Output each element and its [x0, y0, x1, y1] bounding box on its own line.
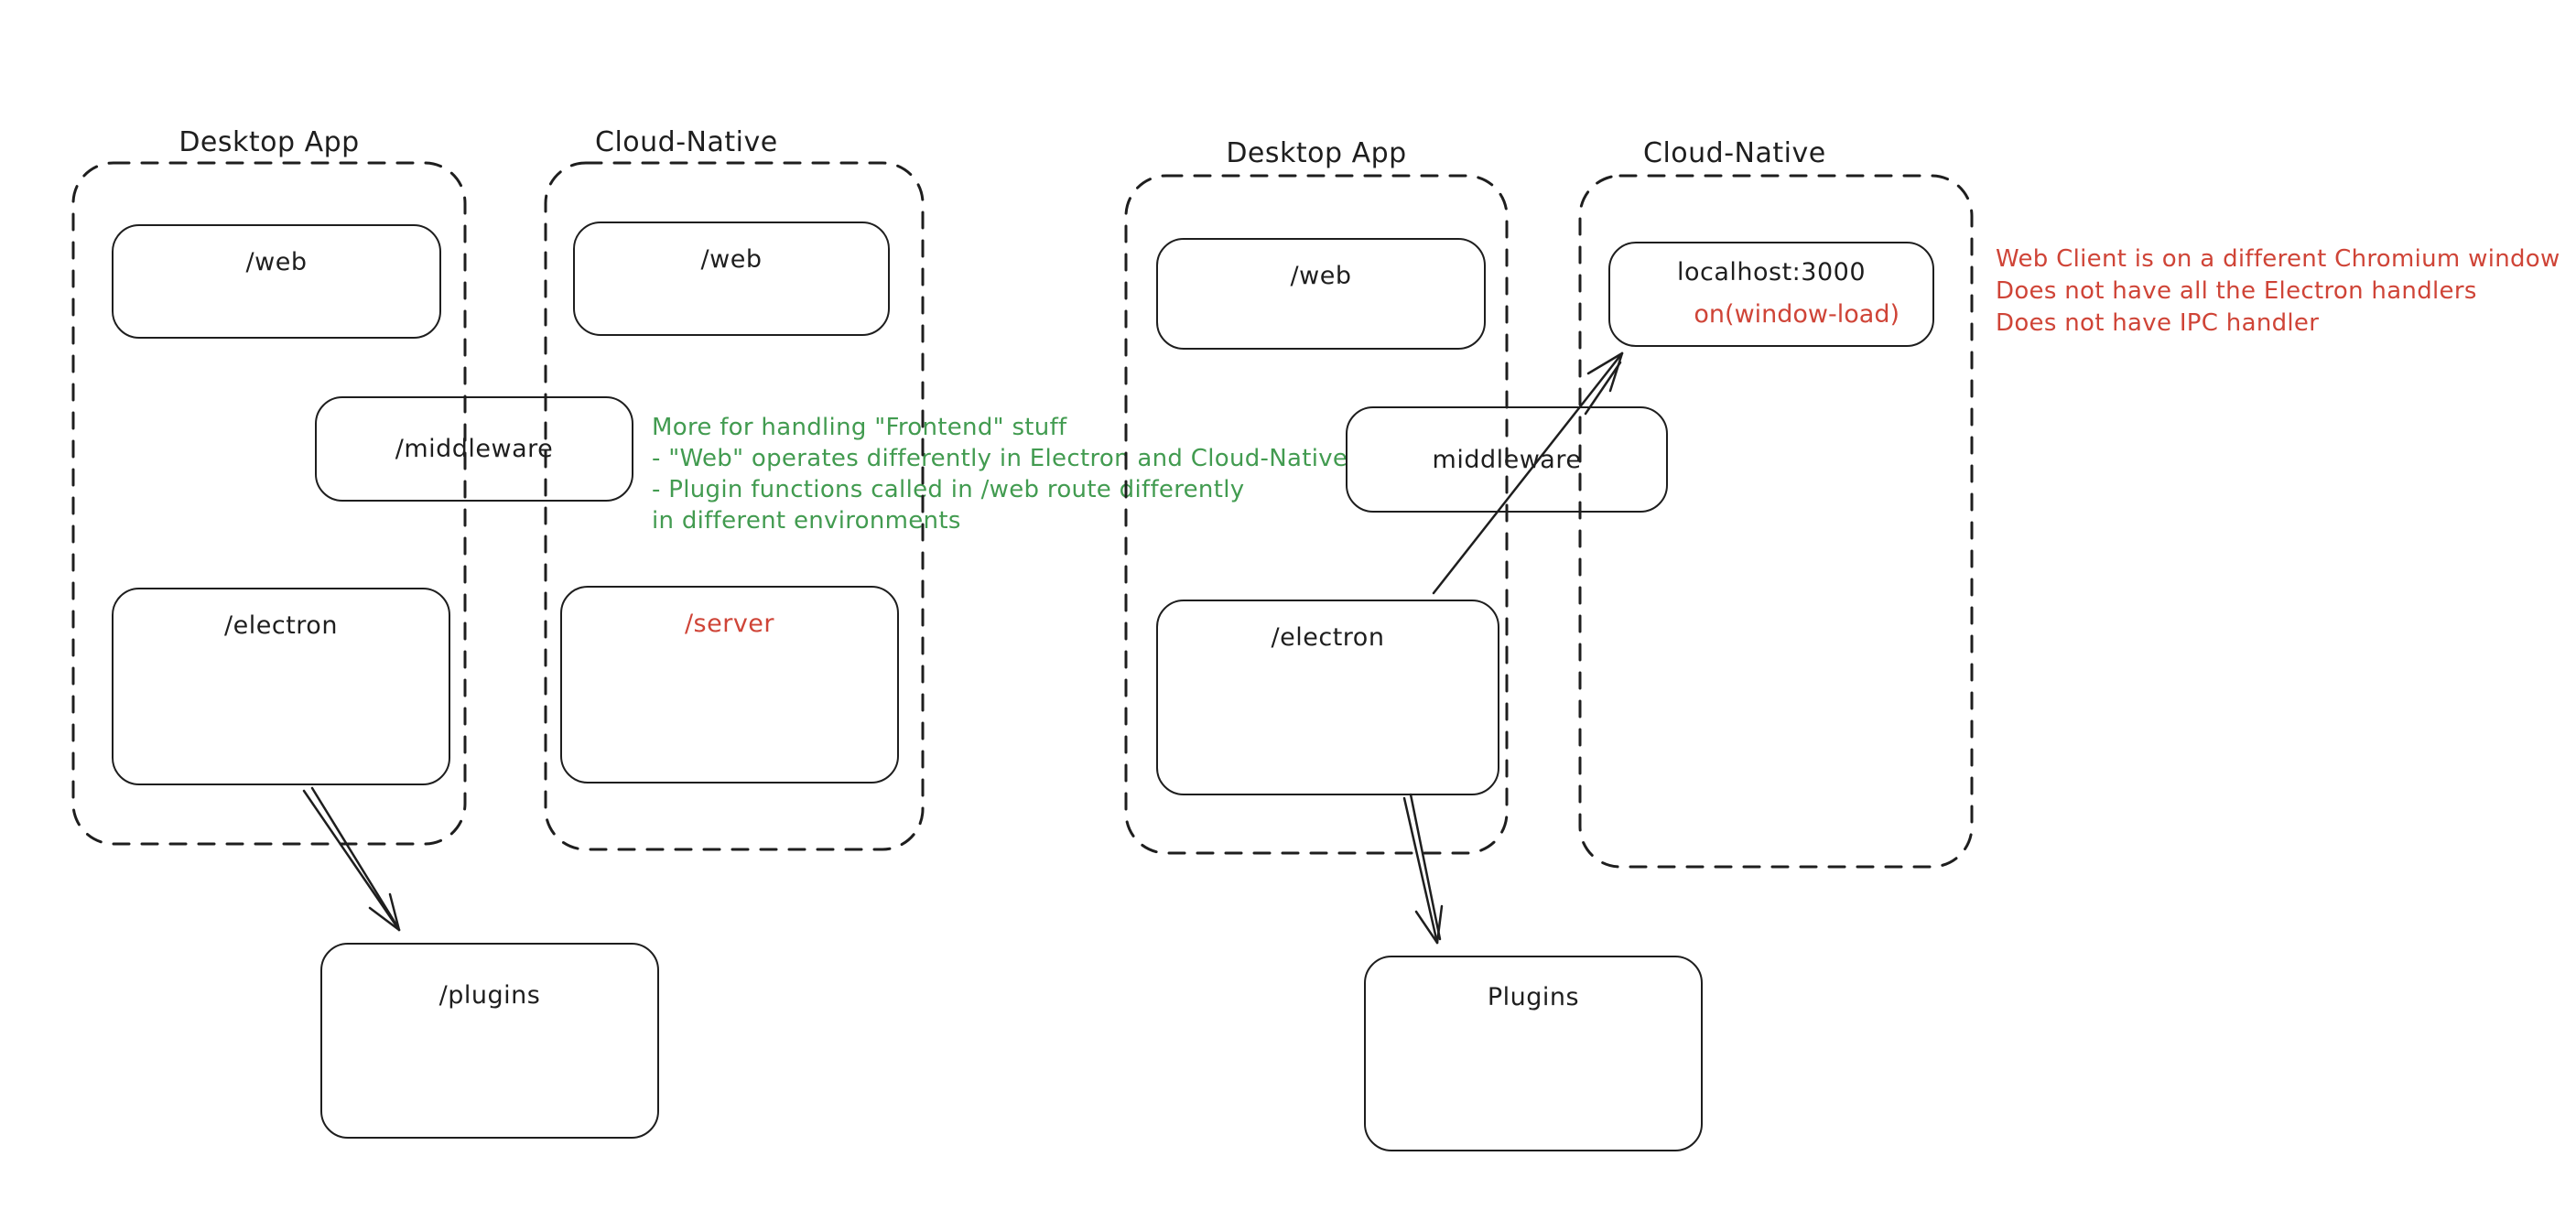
note-frontend-handling[interactable]: More for handling "Frontend" stuff - "We…: [652, 412, 1348, 536]
box-label-electron-left: /electron: [224, 611, 338, 640]
note-line: Does not have IPC handler: [1996, 309, 2320, 337]
note-line: More for handling "Frontend" stuff: [652, 414, 1067, 441]
box-label-web-desktop-left: /web: [245, 248, 308, 276]
box-electron-right[interactable]: /electron: [1156, 600, 1499, 795]
box-label-localhost-3000: localhost:3000: [1676, 258, 1866, 286]
box-label-middleware-right: middleware: [1432, 445, 1582, 474]
arrow-electron-to-plugins-right[interactable]: [1402, 793, 1444, 945]
box-label-plugins-left: /plugins: [438, 981, 541, 1010]
box-web-right[interactable]: /web: [1156, 238, 1486, 350]
note-web-client-limitations[interactable]: Web Client is on a different Chromium wi…: [1996, 243, 2560, 340]
note-line: - Plugin functions called in /web route …: [652, 476, 1245, 503]
note-line: Web Client is on a different Chromium wi…: [1996, 245, 2560, 273]
label-on-window-load: on(window-load): [1694, 300, 1900, 329]
box-label-web-right: /web: [1290, 262, 1352, 290]
group-label-cloud-native-left[interactable]: Cloud-Native: [595, 126, 778, 158]
group-label-cloud-native-right[interactable]: Cloud-Native: [1643, 137, 1826, 169]
note-line: - "Web" operates differently in Electron…: [652, 445, 1348, 472]
arrow-electron-to-plugins-left[interactable]: [302, 786, 401, 932]
box-label-plugins-right: Plugins: [1487, 983, 1580, 1011]
box-middleware-left[interactable]: /middleware: [315, 396, 633, 502]
group-label-desktop-app-left[interactable]: Desktop App: [179, 126, 360, 158]
note-line: in different environments: [652, 507, 961, 535]
box-web-cloud-left[interactable]: /web: [573, 222, 890, 336]
box-label-electron-right: /electron: [1271, 623, 1385, 652]
box-plugins-left[interactable]: /plugins: [320, 943, 659, 1139]
box-server-left[interactable]: /server: [560, 586, 899, 784]
box-localhost-3000[interactable]: localhost:3000 on(window-load): [1608, 242, 1934, 347]
box-label-web-cloud-left: /web: [700, 245, 763, 274]
box-web-desktop-left[interactable]: /web: [112, 224, 441, 339]
box-plugins-right[interactable]: Plugins: [1364, 956, 1703, 1151]
box-electron-left[interactable]: /electron: [112, 588, 450, 785]
box-label-server-left: /server: [684, 610, 775, 638]
box-label-middleware-left: /middleware: [395, 435, 554, 463]
group-label-desktop-app-right[interactable]: Desktop App: [1226, 137, 1407, 169]
note-line: Does not have all the Electron handlers: [1996, 277, 2477, 305]
box-middleware-right[interactable]: middleware: [1346, 406, 1668, 513]
